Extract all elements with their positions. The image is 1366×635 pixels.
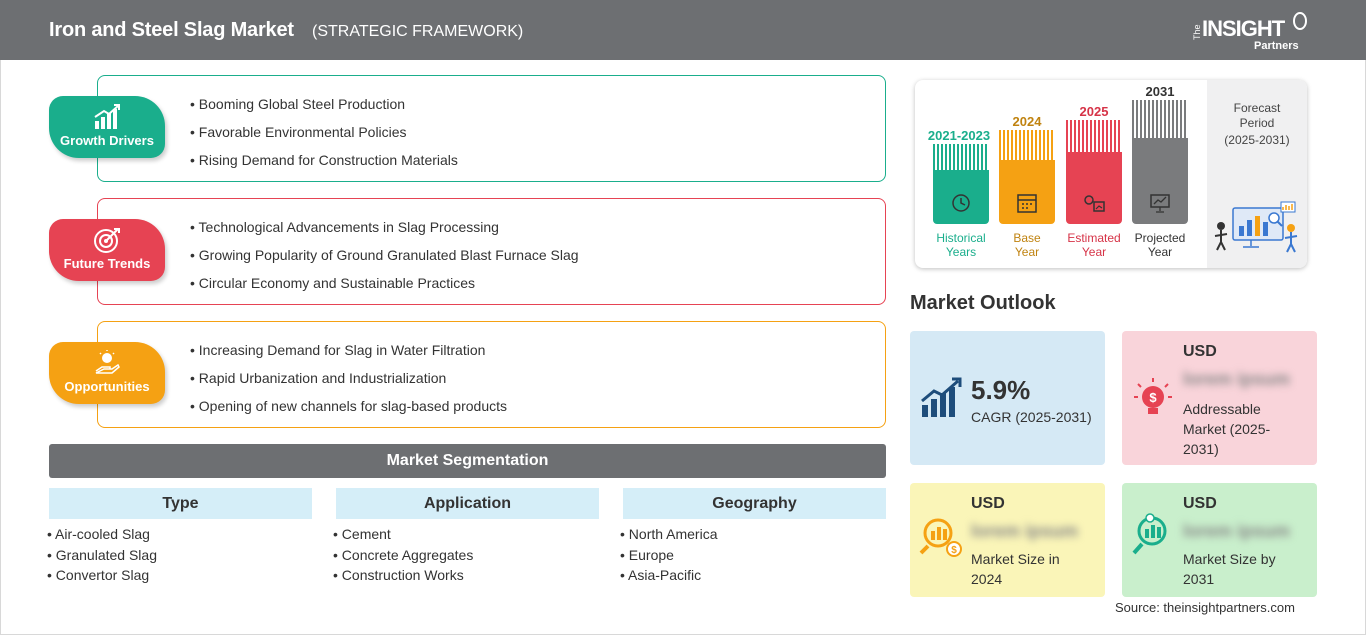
market-size-2031-card: USD lorem ipsum Market Size by 2031 <box>1122 483 1317 597</box>
list-item: Convertor Slag <box>47 567 157 588</box>
list-item: Opening of new channels for slag-based p… <box>190 398 507 426</box>
future-trends-badge: Future Trends <box>49 219 165 281</box>
addressable-currency: USD <box>1183 343 1217 360</box>
forecast-period-range: (2025-2031) <box>1224 133 1290 147</box>
presentation-icon <box>1150 194 1170 213</box>
source-credit: Source: theinsightpartners.com <box>1115 600 1295 615</box>
segment-heading-geography: Geography <box>623 488 886 519</box>
opportunities-box: Increasing Demand for Slag in Water Filt… <box>97 321 886 428</box>
list-item: Rapid Urbanization and Industrialization <box>190 370 507 398</box>
cagr-value: 5.9% <box>971 375 1031 405</box>
page-subtitle: (STRATEGIC FRAMEWORK) <box>312 23 524 40</box>
market-size-2024-card: $ USD lorem ipsum Market Size in 2024 <box>910 483 1105 597</box>
growth-drivers-badge: Growth Drivers <box>49 96 165 158</box>
market-size-2031-value-blurred: lorem ipsum <box>1183 521 1291 541</box>
timeline-year-base: 2024 <box>1012 114 1042 129</box>
segment-heading-application: Application <box>336 488 599 519</box>
target-icon <box>94 228 120 253</box>
timeline-year-projected: 2031 <box>1145 84 1175 99</box>
future-trends-list: Technological Advancements in Slag Proce… <box>190 219 579 303</box>
timeline-stripes-base <box>999 130 1055 160</box>
lightbulb-dollar-icon: $ <box>1134 378 1172 414</box>
analytics-dashboard-illustration-icon <box>1214 201 1298 253</box>
list-item: Technological Advancements in Slag Proce… <box>190 219 579 247</box>
segment-list-geography: North America Europe Asia-Pacific <box>620 526 718 588</box>
list-item: Rising Demand for Construction Materials <box>190 152 458 180</box>
timeline-label-base: Base Year <box>1013 231 1041 259</box>
gear-chart-icon <box>1084 195 1105 212</box>
list-item: Growing Popularity of Ground Granulated … <box>190 247 579 275</box>
addressable-value-blurred: lorem ipsum <box>1183 369 1291 389</box>
list-item: Granulated Slag <box>47 547 157 568</box>
addressable-label: Addressable Market (2025- 2031) <box>1183 401 1271 457</box>
list-item: Increasing Demand for Slag in Water Filt… <box>190 342 507 370</box>
market-segmentation-header: Market Segmentation <box>49 444 886 478</box>
list-item: Circular Economy and Sustainable Practic… <box>190 275 579 303</box>
logo-partners: Partners <box>1254 40 1299 52</box>
segment-heading-type: Type <box>49 488 312 519</box>
header-bar: Iron and Steel Slag Market (STRATEGIC FR… <box>0 0 1366 60</box>
timeline-stripes-projected <box>1132 100 1188 138</box>
growth-drivers-label: Growth Drivers <box>60 133 154 148</box>
market-size-2024-currency: USD <box>971 495 1005 512</box>
future-trends-box: Technological Advancements in Slag Proce… <box>97 198 886 305</box>
svg-text:$: $ <box>951 545 957 556</box>
opportunities-list: Increasing Demand for Slag in Water Filt… <box>190 342 507 426</box>
growth-drivers-list: Booming Global Steel Production Favorabl… <box>190 96 458 180</box>
market-size-2031-label: Market Size by 2031 <box>1183 551 1276 587</box>
list-item: Construction Works <box>333 567 473 588</box>
segment-list-application: Cement Concrete Aggregates Construction … <box>333 526 474 588</box>
list-item: Cement <box>333 526 473 547</box>
growth-chart-icon <box>921 377 962 417</box>
logo-the: The <box>1192 24 1202 40</box>
timeline-label-projected: Projected Year <box>1134 231 1186 259</box>
growth-chart-icon <box>94 104 120 129</box>
list-item: Concrete Aggregates <box>333 547 474 568</box>
list-item: Europe <box>620 547 718 568</box>
timeline-card: 2021-2023 Historical Years 2024 Base Yea… <box>915 80 1307 268</box>
opportunities-badge: Opportunities <box>49 342 165 404</box>
timeline-bar-historical <box>933 170 989 224</box>
history-icon <box>952 194 970 212</box>
timeline-year-estimated: 2025 <box>1079 104 1109 119</box>
list-item: Favorable Environmental Policies <box>190 124 458 152</box>
chart-magnifier-dollar-icon: $ <box>919 518 962 557</box>
timeline-bar-estimated <box>1066 152 1122 224</box>
market-size-2031-currency: USD <box>1183 495 1217 512</box>
future-trends-label: Future Trends <box>63 256 151 271</box>
page-title: Iron and Steel Slag Market <box>49 19 294 41</box>
list-item: Booming Global Steel Production <box>190 96 458 124</box>
list-item: Asia-Pacific <box>620 567 718 588</box>
chart-magnifier-dollar-icon <box>1132 513 1167 555</box>
timeline-label-historical: Historical Years <box>936 231 986 259</box>
segment-list-type: Air-cooled Slag Granulated Slag Converto… <box>47 526 157 588</box>
insight-partners-logo[interactable]: The INSIGHT Partners <box>1192 10 1312 54</box>
timeline-bar-base <box>999 160 1055 224</box>
market-size-2024-label: Market Size in 2024 <box>971 551 1060 587</box>
cagr-card: 5.9% CAGR (2025-2031) <box>910 331 1105 465</box>
logo-insight: INSIGHT <box>1202 16 1285 41</box>
calendar-icon <box>1017 194 1037 213</box>
market-size-2024-value-blurred: lorem ipsum <box>971 521 1079 541</box>
addressable-market-card: $ USD lorem ipsum Addressable Market (20… <box>1122 331 1317 465</box>
hand-lightbulb-icon <box>95 350 120 374</box>
market-outlook-title: Market Outlook <box>910 292 1056 314</box>
growth-drivers-box: Booming Global Steel Production Favorabl… <box>97 75 886 182</box>
list-item: North America <box>620 526 718 547</box>
svg-text:$: $ <box>1149 390 1157 405</box>
cagr-label: CAGR (2025-2031) <box>971 409 1092 425</box>
logo-ring-icon <box>1293 12 1307 30</box>
timeline-stripes-historical <box>933 144 989 170</box>
timeline-label-estimated: Estimated Year <box>1067 231 1121 259</box>
list-item: Air-cooled Slag <box>47 526 157 547</box>
timeline-stripes-estimated <box>1066 120 1122 152</box>
timeline-year-historical: 2021-2023 <box>927 128 991 143</box>
opportunities-label: Opportunities <box>64 379 150 394</box>
forecast-period-title: Forecast Period <box>1233 101 1281 130</box>
